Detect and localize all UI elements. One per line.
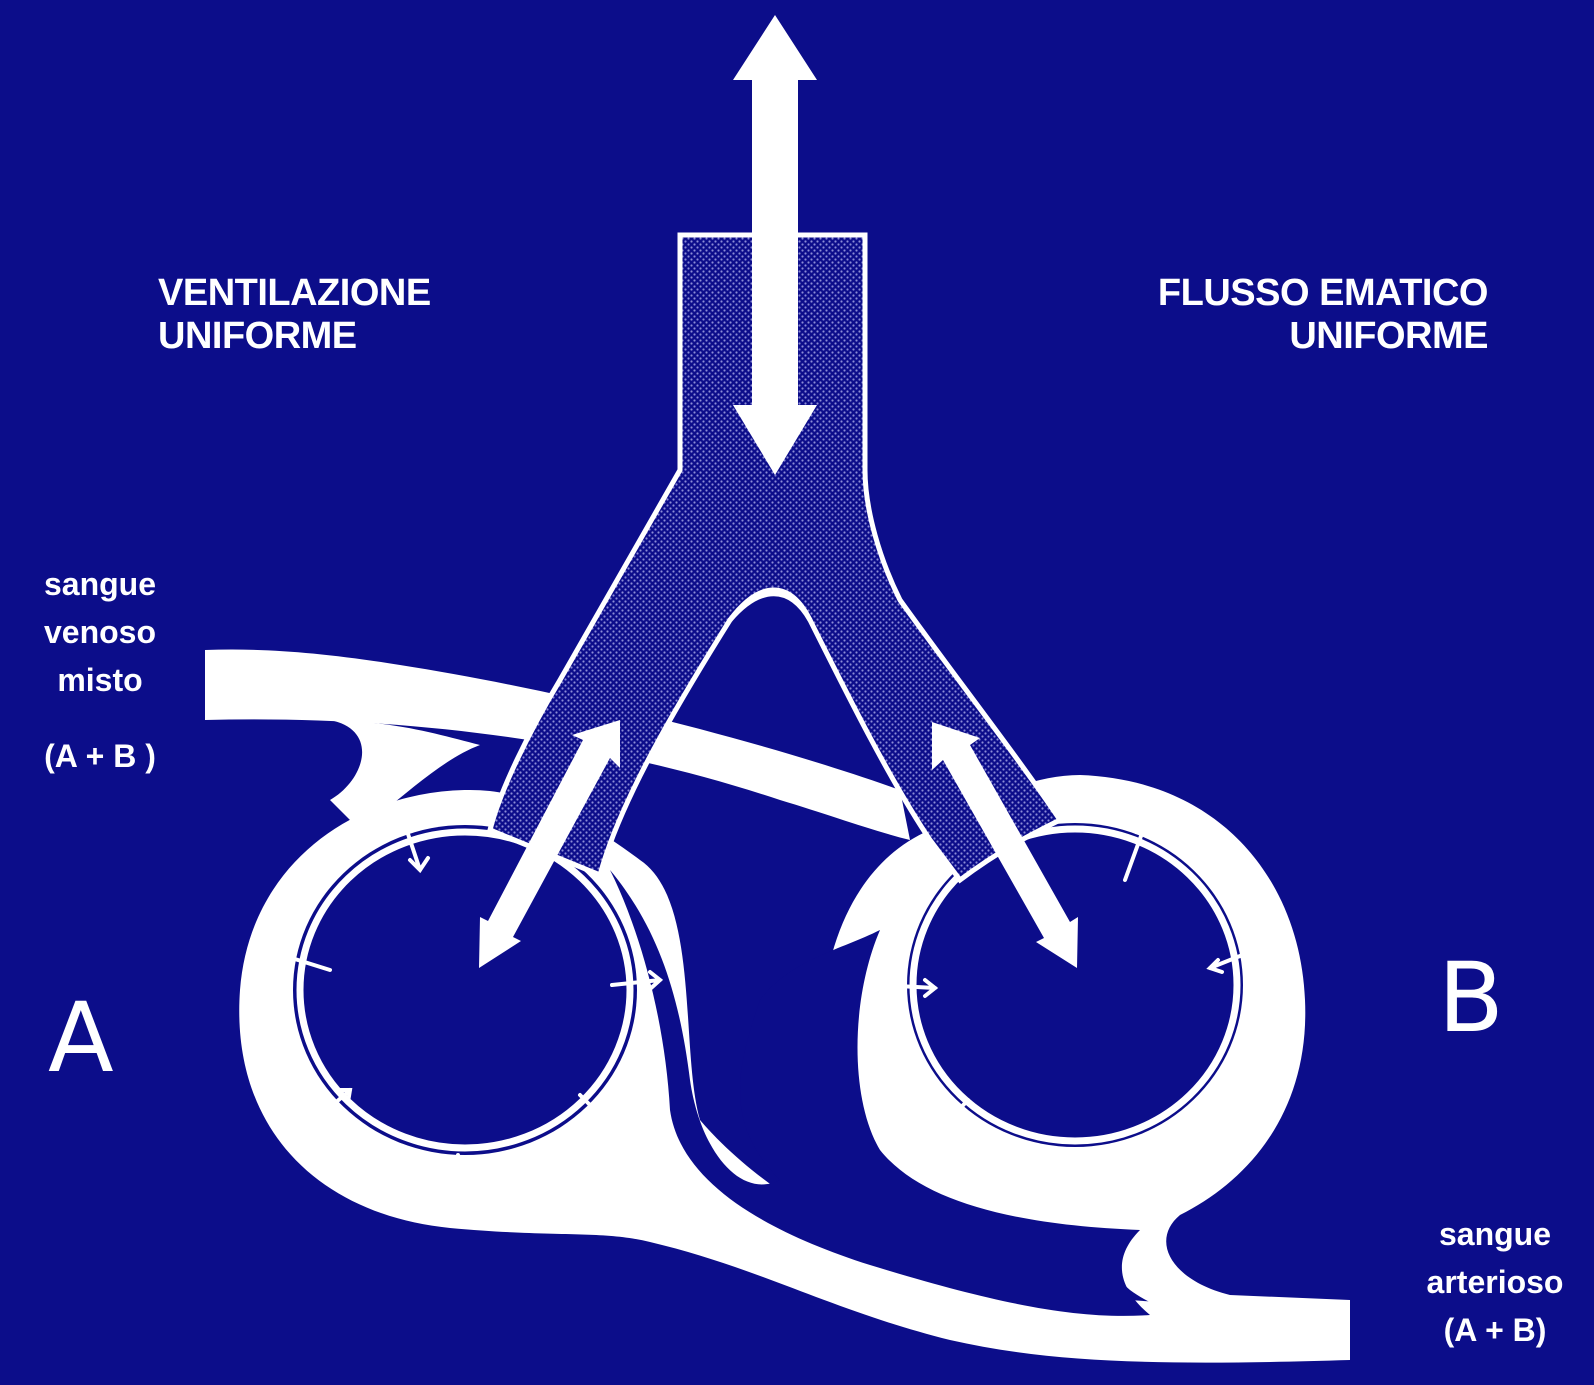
arterial-blood-label: sangue arterioso: [1410, 1210, 1580, 1306]
alveolus-a-space: [293, 825, 637, 1155]
bloodflow-label: FLUSSO EMATICO UNIFORME: [1100, 272, 1488, 357]
venous-blood-label: sangue venoso misto: [20, 560, 180, 704]
arterial-mix-label: (A + B): [1410, 1306, 1580, 1354]
alveolus-b-label: B: [1438, 945, 1504, 1053]
alveolus-a-label: A: [48, 985, 114, 1093]
blood-vessel: [205, 650, 1350, 1363]
venous-mix-label: (A + B ): [10, 732, 190, 780]
ventilation-label: VENTILAZIONE UNIFORME: [158, 272, 431, 357]
